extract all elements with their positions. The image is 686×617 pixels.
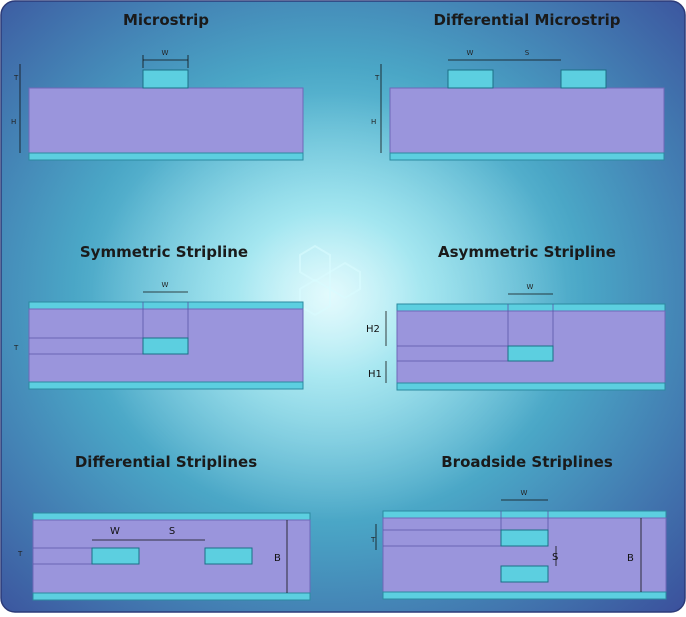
broadside-striplines-w-label: W bbox=[521, 489, 528, 497]
diff-striplines-trace-right bbox=[204, 547, 253, 565]
sym-stripline-bottom-ground bbox=[28, 381, 304, 390]
microstrip-dielectric bbox=[28, 87, 304, 154]
sym-stripline-top-ground bbox=[28, 301, 304, 310]
diff-striplines-title: Differential Striplines bbox=[75, 453, 257, 471]
diff-striplines-s-label: S bbox=[169, 526, 175, 537]
microstrip-trace bbox=[142, 69, 189, 89]
microstrip-t-label: T bbox=[13, 74, 19, 82]
diff-microstrip-title: Differential Microstrip bbox=[433, 11, 620, 29]
asym-stripline-h1-label: H1 bbox=[368, 369, 382, 380]
broadside-striplines-trace-top bbox=[500, 529, 549, 547]
asym-stripline-w-label: W bbox=[527, 283, 534, 291]
panel-broadside-striplines: Broadside Striplines W T S B bbox=[370, 453, 667, 600]
microstrip-w-label: W bbox=[162, 49, 169, 57]
broadside-striplines-t-label: T bbox=[370, 536, 376, 544]
panel-differential-microstrip: Differential Microstrip W S T H bbox=[371, 11, 665, 161]
asym-stripline-top-ground bbox=[396, 303, 666, 312]
broadside-striplines-b-label: B bbox=[627, 553, 634, 564]
diff-striplines-dielectric bbox=[32, 519, 311, 594]
diff-striplines-top-ground bbox=[32, 512, 311, 521]
diff-microstrip-ground-plane bbox=[389, 152, 665, 161]
diff-microstrip-s-label: S bbox=[525, 49, 530, 57]
diff-microstrip-trace-right bbox=[560, 69, 607, 89]
diff-microstrip-dielectric bbox=[389, 87, 665, 154]
diff-striplines-trace-left bbox=[91, 547, 140, 565]
diff-microstrip-w-label: W bbox=[467, 49, 474, 57]
sym-stripline-trace bbox=[142, 337, 189, 355]
microstrip-ground-plane bbox=[28, 152, 304, 161]
diff-microstrip-t-label: T bbox=[374, 74, 380, 82]
sym-stripline-w-label: W bbox=[162, 281, 169, 289]
diff-striplines-t-label: T bbox=[17, 550, 23, 558]
asym-stripline-h2-label: H2 bbox=[366, 324, 380, 335]
broadside-striplines-s-label: S bbox=[552, 552, 558, 563]
diff-striplines-b-label: B bbox=[274, 553, 281, 564]
diff-microstrip-trace-left bbox=[447, 69, 494, 89]
panel-symmetric-stripline: Symmetric Stripline W T bbox=[13, 243, 304, 390]
broadside-striplines-trace-bottom bbox=[500, 565, 549, 583]
diff-microstrip-h-label: H bbox=[371, 118, 376, 126]
microstrip-h-label: H bbox=[11, 118, 16, 126]
broadside-striplines-top-ground bbox=[382, 510, 667, 519]
sym-stripline-title: Symmetric Stripline bbox=[80, 243, 248, 261]
diff-striplines-bottom-ground bbox=[32, 592, 311, 601]
sym-stripline-t-label: T bbox=[13, 344, 19, 352]
asym-stripline-trace bbox=[507, 345, 554, 362]
broadside-striplines-bottom-ground bbox=[382, 591, 667, 600]
diff-striplines-w-label: W bbox=[110, 526, 120, 537]
asym-stripline-bottom-ground bbox=[396, 382, 666, 391]
panel-asymmetric-stripline: Asymmetric Stripline W H2 H1 bbox=[366, 243, 666, 391]
panel-microstrip: Microstrip W T H bbox=[11, 11, 304, 161]
panel-differential-striplines: Differential Striplines W S T B bbox=[17, 453, 311, 601]
broadside-striplines-title: Broadside Striplines bbox=[441, 453, 613, 471]
asym-stripline-title: Asymmetric Stripline bbox=[438, 243, 616, 261]
microstrip-title: Microstrip bbox=[123, 11, 209, 29]
